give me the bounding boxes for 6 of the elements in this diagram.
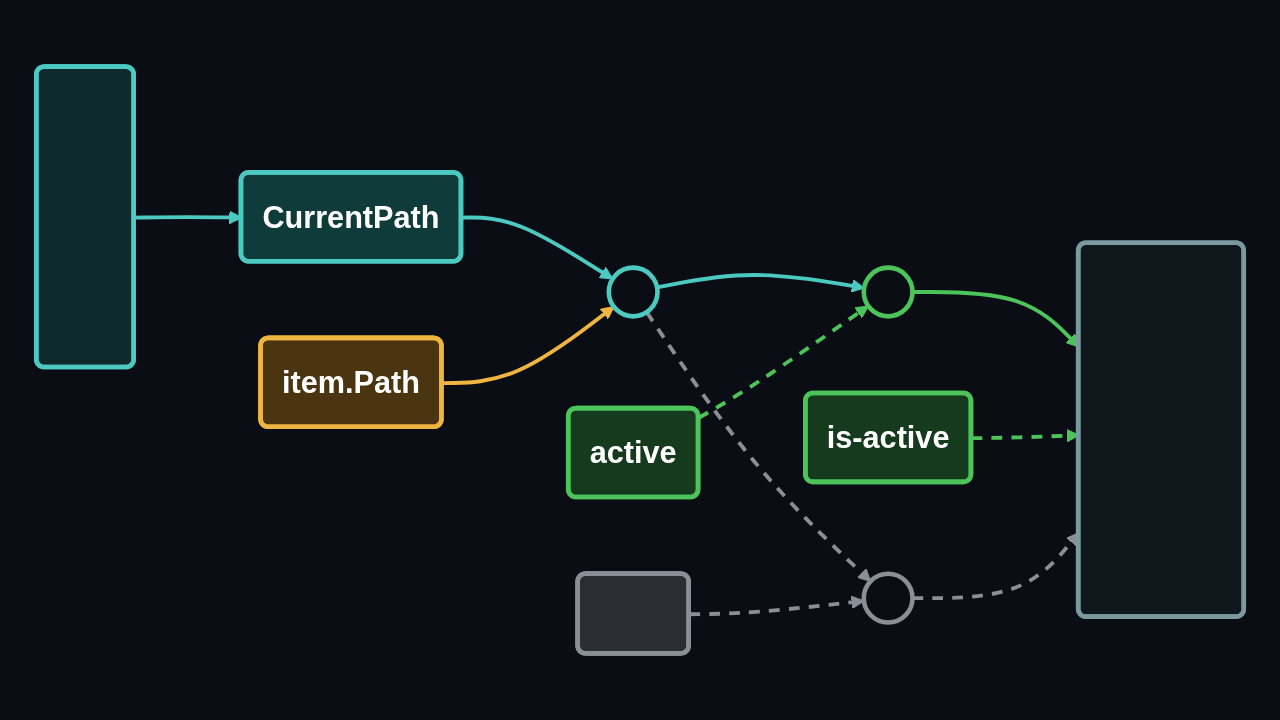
node-circle bbox=[861, 571, 915, 625]
arrow bbox=[442, 306, 615, 386]
node-circle bbox=[606, 265, 660, 319]
arrow bbox=[461, 215, 614, 280]
node-circle bbox=[861, 265, 915, 319]
arrow bbox=[645, 311, 872, 582]
